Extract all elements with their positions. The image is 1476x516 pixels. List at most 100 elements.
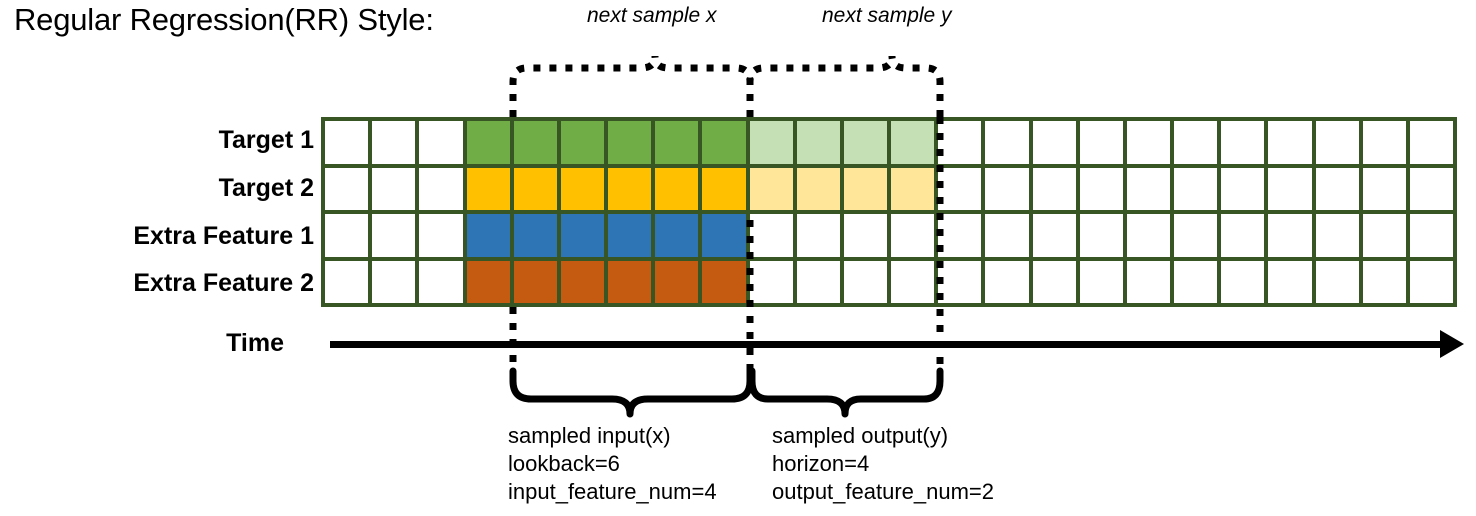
grid-cell — [1221, 167, 1265, 210]
row-label-target-2: Target 2 — [218, 174, 314, 202]
annotation-sampled-output: sampled output(y) horizon=4 output_featu… — [772, 422, 994, 506]
grid-cell — [1409, 167, 1453, 210]
grid-cell — [1032, 214, 1076, 257]
grid-cell — [985, 214, 1029, 257]
grid-cell — [466, 121, 510, 164]
grid-cell — [796, 260, 840, 303]
grid-cell — [655, 260, 699, 303]
grid-cell — [749, 167, 793, 210]
grid-cell — [325, 121, 369, 164]
grid-cell — [325, 214, 369, 257]
grid-cell — [1079, 260, 1123, 303]
grid-cell — [372, 167, 416, 210]
grid-cell — [560, 260, 604, 303]
grid-cell — [1079, 214, 1123, 257]
row-label-extra-feature-2: Extra Feature 2 — [133, 269, 314, 297]
grid-cell — [891, 214, 935, 257]
grid-cell — [891, 260, 935, 303]
grid-cell — [1362, 121, 1406, 164]
grid-cell — [513, 214, 557, 257]
grid-cell — [749, 214, 793, 257]
grid-cell — [843, 260, 887, 303]
grid-cell — [1079, 167, 1123, 210]
grid-cell — [985, 260, 1029, 303]
grid-cell — [655, 214, 699, 257]
grid-cell — [608, 121, 652, 164]
time-axis-line — [330, 341, 1452, 348]
grid-cell — [1268, 121, 1312, 164]
grid-cell — [702, 167, 746, 210]
sampled-output-feature-num: output_feature_num=2 — [772, 479, 995, 504]
grid-cell — [1362, 260, 1406, 303]
grid-cell — [938, 167, 982, 210]
grid-cell — [1409, 214, 1453, 257]
grid-cell — [419, 260, 463, 303]
grid-cell — [796, 214, 840, 257]
grid-cell — [655, 121, 699, 164]
grid-cell — [1126, 121, 1170, 164]
grid-cell — [1315, 121, 1359, 164]
annotation-next-sample-y: next sample y — [822, 4, 952, 27]
sampled-input-title: sampled input(x) — [508, 423, 671, 448]
sampled-output-title: sampled output(y) — [772, 423, 949, 448]
dotted-brace-next-sample-x — [509, 55, 754, 117]
grid-cell — [749, 260, 793, 303]
grid-cell — [843, 121, 887, 164]
grid-cell — [1079, 121, 1123, 164]
grid-cell — [891, 121, 935, 164]
grid-cell — [560, 214, 604, 257]
grid-cell — [1126, 167, 1170, 210]
grid-cell — [702, 121, 746, 164]
sampled-output-horizon: horizon=4 — [772, 451, 870, 476]
grid-cell — [466, 260, 510, 303]
grid-cell — [749, 121, 793, 164]
grid-cell — [1268, 167, 1312, 210]
annotation-sampled-input: sampled input(x) lookback=6 input_featur… — [508, 422, 717, 506]
grid-cell — [560, 121, 604, 164]
grid-cell — [466, 167, 510, 210]
grid-cell — [466, 214, 510, 257]
time-axis-label: Time — [226, 329, 284, 357]
sampled-input-lookback: lookback=6 — [508, 451, 620, 476]
grid-cell — [1174, 121, 1218, 164]
grid-cell — [796, 167, 840, 210]
page-title: Regular Regression(RR) Style: — [14, 2, 434, 37]
grid-cell — [608, 260, 652, 303]
grid-cell — [372, 121, 416, 164]
grid-cell — [1315, 260, 1359, 303]
grid-cell — [560, 167, 604, 210]
grid-cell — [372, 214, 416, 257]
grid-cell — [1268, 260, 1312, 303]
sampled-input-feature-num: input_feature_num=4 — [508, 479, 717, 504]
grid-cell — [1174, 167, 1218, 210]
grid-cell — [1362, 214, 1406, 257]
grid-cell — [1221, 121, 1265, 164]
grid-cell — [1126, 214, 1170, 257]
grid-cell — [419, 214, 463, 257]
grid-cell — [702, 260, 746, 303]
dotted-brace-next-sample-y — [746, 55, 944, 117]
grid-cell — [702, 214, 746, 257]
grid-cell — [938, 260, 982, 303]
grid-cell — [985, 167, 1029, 210]
grid-cell — [843, 214, 887, 257]
grid-cell — [1315, 214, 1359, 257]
grid-cell — [655, 167, 699, 210]
grid-cell — [608, 214, 652, 257]
grid-cell — [938, 121, 982, 164]
grid-cell — [1315, 167, 1359, 210]
grid-cell — [1409, 121, 1453, 164]
row-label-extra-feature-1: Extra Feature 1 — [133, 222, 314, 250]
grid-cell — [419, 121, 463, 164]
brace-sampled-output — [748, 367, 944, 418]
grid-cell — [1126, 260, 1170, 303]
grid-cell — [938, 214, 982, 257]
grid-cell — [796, 121, 840, 164]
grid-cell — [325, 260, 369, 303]
grid-cell — [1032, 121, 1076, 164]
grid-cell — [513, 167, 557, 210]
grid-cell — [1174, 260, 1218, 303]
grid-cell — [1174, 214, 1218, 257]
grid-cell — [985, 121, 1029, 164]
